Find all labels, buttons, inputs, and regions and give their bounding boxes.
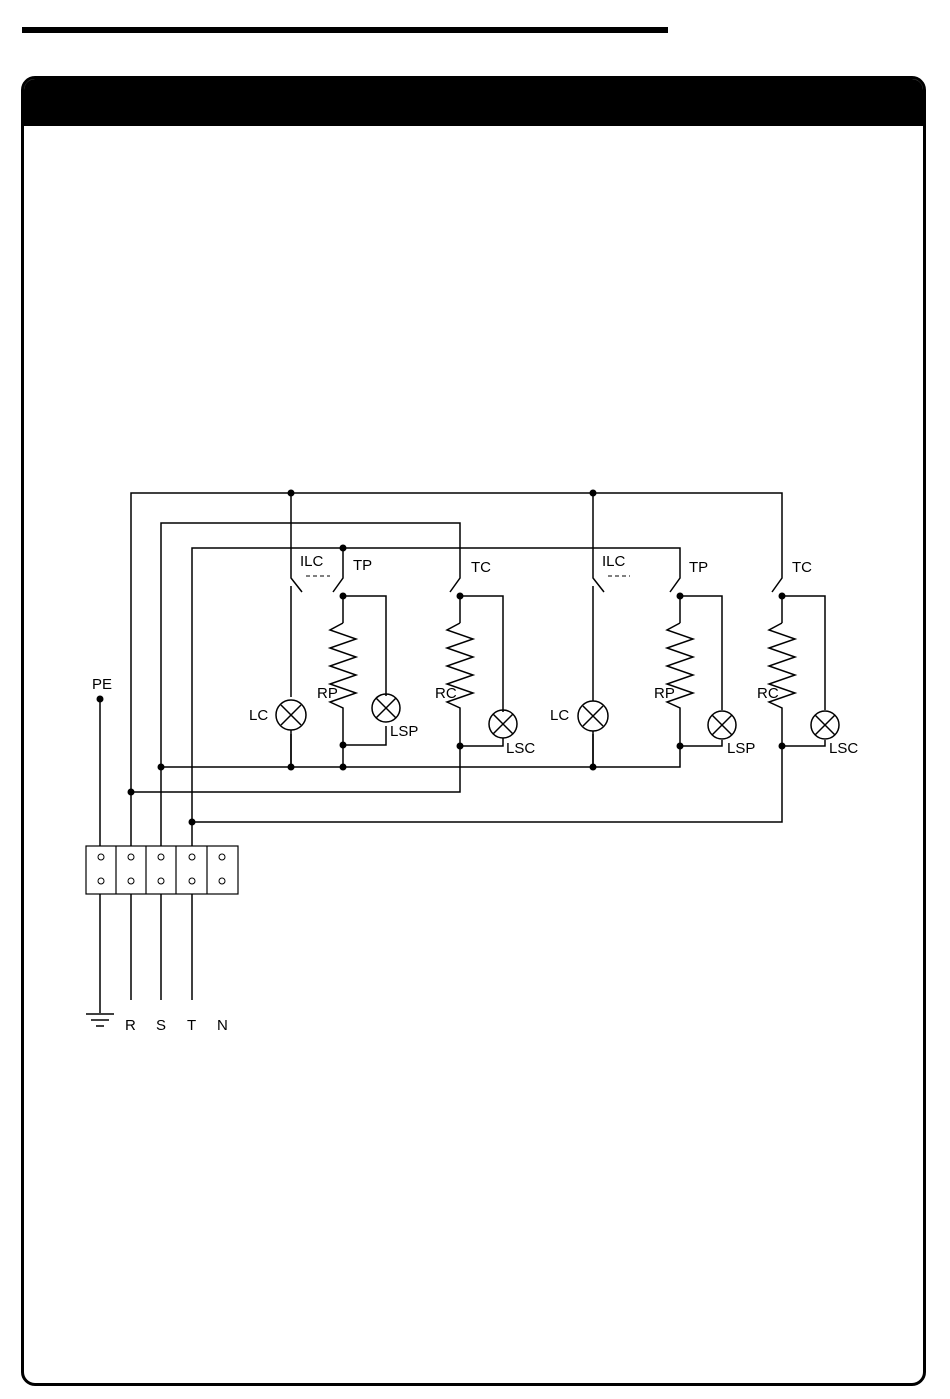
rp-label: RP — [654, 685, 675, 702]
lsp-label: LSP — [727, 740, 755, 757]
terminal-block — [86, 846, 238, 894]
ilc-label: ILC — [602, 553, 626, 570]
pe-node — [97, 696, 104, 703]
terminal-label-s: S — [156, 1017, 166, 1034]
tc-label: TC — [792, 559, 812, 576]
tp-label: TP — [353, 557, 372, 574]
lsp-label: LSP — [390, 723, 418, 740]
tc-label: TC — [471, 559, 491, 576]
zone-2 — [578, 570, 839, 767]
terminal-label-r: R — [125, 1017, 136, 1034]
tp-label: TP — [689, 559, 708, 576]
terminal-label-n: N — [217, 1017, 228, 1034]
rc-label: RC — [435, 685, 457, 702]
lc-label: LC — [249, 707, 268, 724]
pe-label: PE — [92, 676, 112, 693]
terminal-letters: R S T N — [125, 1017, 228, 1034]
return-wiring — [131, 734, 782, 822]
zone-2-labels: ILC TP TC LC RP LSP RC LSC — [550, 553, 858, 757]
ilc-label: ILC — [300, 553, 324, 570]
lc-label: LC — [550, 707, 569, 724]
lsc-label: LSC — [506, 740, 535, 757]
rp-label: RP — [317, 685, 338, 702]
terminal-label-t: T — [187, 1017, 196, 1034]
zone-1-labels: ILC TP TC LC RP LSP RC LSC — [249, 553, 535, 757]
rc-label: RC — [757, 685, 779, 702]
junction-dots — [128, 490, 786, 826]
lsc-label: LSC — [829, 740, 858, 757]
